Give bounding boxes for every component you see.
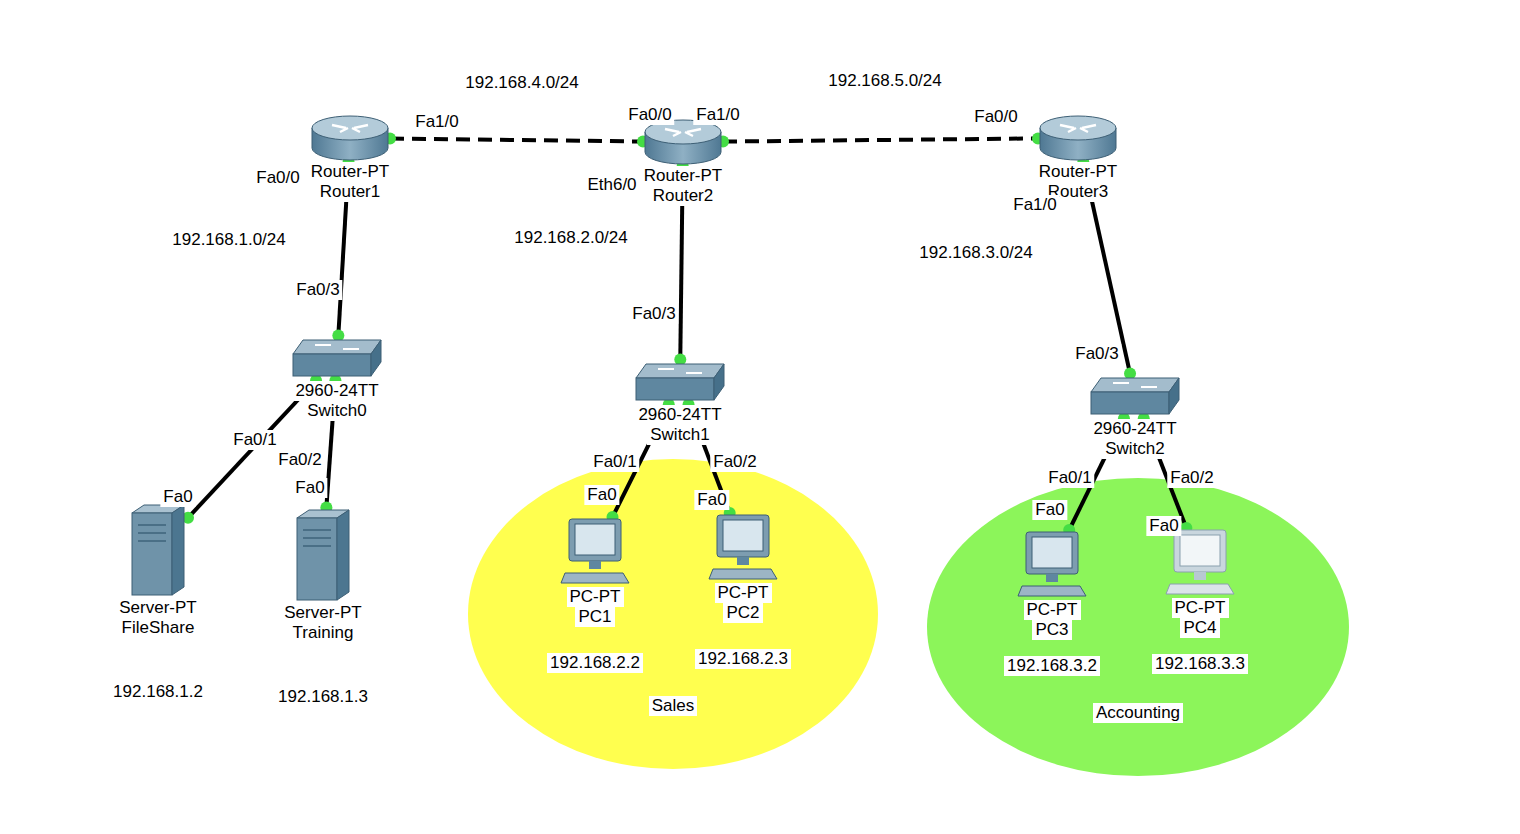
server-icon bbox=[293, 508, 353, 603]
device-model: Server-PT bbox=[281, 603, 364, 623]
device-name: Switch0 bbox=[304, 401, 370, 421]
device-name: Switch2 bbox=[1102, 439, 1168, 459]
switch-icon bbox=[634, 360, 726, 405]
port-label: Fa0/2 bbox=[275, 450, 324, 470]
router-icon bbox=[643, 118, 723, 166]
network-address: 192.168.1.0/24 bbox=[169, 230, 288, 250]
port-label: Fa0 bbox=[1146, 516, 1181, 536]
device-model: 2960-24TT bbox=[1090, 419, 1179, 439]
server-icon bbox=[128, 503, 188, 598]
device-name: Switch1 bbox=[647, 425, 713, 445]
port-label: Fa0/0 bbox=[625, 105, 674, 125]
device-model: 2960-24TT bbox=[635, 405, 724, 425]
pc-icon bbox=[1164, 528, 1236, 598]
switch-icon bbox=[1089, 374, 1181, 419]
switch-node: 2960-24TTSwitch1 bbox=[610, 360, 750, 445]
device-model: PC-PT bbox=[567, 587, 624, 607]
port-label: Eth6/0 bbox=[584, 175, 639, 195]
ip-address: 192.168.2.2 bbox=[547, 653, 643, 673]
network-link bbox=[717, 132, 1044, 147]
network-address: 192.168.4.0/24 bbox=[462, 73, 581, 93]
device-name: PC2 bbox=[723, 603, 762, 623]
device-model: 2960-24TT bbox=[292, 381, 381, 401]
switch-node: 2960-24TTSwitch0 bbox=[267, 336, 407, 421]
device-name: Training bbox=[290, 623, 357, 643]
network-address: 192.168.3.0/24 bbox=[916, 243, 1035, 263]
device-name: PC3 bbox=[1032, 620, 1071, 640]
pc-node: PC-PTPC1 192.168.2.2 bbox=[525, 517, 665, 673]
port-label: Fa0/1 bbox=[1045, 468, 1094, 488]
port-label: Fa0 bbox=[584, 485, 619, 505]
port-label: Fa0/0 bbox=[253, 168, 302, 188]
zone-name: Accounting bbox=[1093, 703, 1183, 723]
device-model: Router-PT bbox=[1036, 162, 1120, 182]
department-zone: AccountingPC-PTPC3192.168.3.2PC-PTPC4192… bbox=[926, 477, 1350, 777]
switch-node: 2960-24TTSwitch2 bbox=[1065, 374, 1205, 459]
device-model: Server-PT bbox=[116, 598, 199, 618]
ip-address: 192.168.3.2 bbox=[1004, 656, 1100, 676]
ip-address: 192.168.1.2 bbox=[110, 682, 206, 702]
switch-icon bbox=[291, 336, 383, 381]
port-label: Fa0/2 bbox=[1167, 468, 1216, 488]
device-model: PC-PT bbox=[1024, 600, 1081, 620]
port-label: Fa0/3 bbox=[1072, 344, 1121, 364]
department-zone: SalesPC-PTPC1192.168.2.2PC-PTPC2192.168.… bbox=[467, 458, 879, 770]
pc-icon bbox=[559, 517, 631, 587]
pc-node: PC-PTPC2 192.168.2.3 bbox=[673, 513, 813, 669]
router-icon bbox=[310, 114, 390, 162]
port-label: Fa0 bbox=[292, 478, 327, 498]
device-model: PC-PT bbox=[715, 583, 772, 603]
pc-node: PC-PTPC3 192.168.3.2 bbox=[982, 530, 1122, 676]
pc-icon bbox=[1016, 530, 1088, 600]
port-label: Fa0/3 bbox=[629, 304, 678, 324]
device-name: PC1 bbox=[575, 607, 614, 627]
port-label: Fa0/0 bbox=[971, 107, 1020, 127]
port-label: Fa0/1 bbox=[590, 452, 639, 472]
port-label: Fa0/3 bbox=[293, 280, 342, 300]
network-address: 192.168.5.0/24 bbox=[825, 71, 944, 91]
server-node: Server-PTFileShare 192.168.1.2 bbox=[88, 503, 228, 702]
router-node: Router-PTRouter1 bbox=[280, 114, 420, 202]
port-label: Fa0 bbox=[160, 487, 195, 507]
zone-ellipse bbox=[926, 477, 1350, 777]
router-node: Router-PTRouter3 bbox=[1008, 114, 1148, 202]
device-name: Router2 bbox=[650, 186, 716, 206]
ip-address: 192.168.1.3 bbox=[275, 687, 371, 707]
zone-name: Sales bbox=[649, 696, 698, 716]
device-name: FileShare bbox=[119, 618, 198, 638]
device-name: PC4 bbox=[1180, 618, 1219, 638]
port-label: Fa0/1 bbox=[230, 430, 279, 450]
server-node: Server-PTTraining 192.168.1.3 bbox=[253, 508, 393, 707]
network-address: 192.168.2.0/24 bbox=[511, 228, 630, 248]
device-model: Router-PT bbox=[641, 166, 725, 186]
port-label: Fa1/0 bbox=[693, 105, 742, 125]
device-model: Router-PT bbox=[308, 162, 392, 182]
pc-node: PC-PTPC4 192.168.3.3 bbox=[1130, 528, 1270, 674]
port-label: Fa0/2 bbox=[710, 452, 759, 472]
port-label: Fa0 bbox=[694, 490, 729, 510]
network-link bbox=[384, 132, 649, 147]
pc-icon bbox=[707, 513, 779, 583]
device-model: PC-PT bbox=[1172, 598, 1229, 618]
ip-address: 192.168.2.3 bbox=[695, 649, 791, 669]
port-label: Fa0 bbox=[1032, 500, 1067, 520]
zone-ellipse bbox=[467, 458, 879, 770]
port-label: Fa1/0 bbox=[412, 112, 461, 132]
router-icon bbox=[1038, 114, 1118, 162]
port-label: Fa1/0 bbox=[1010, 195, 1059, 215]
device-name: Router1 bbox=[317, 182, 383, 202]
ip-address: 192.168.3.3 bbox=[1152, 654, 1248, 674]
